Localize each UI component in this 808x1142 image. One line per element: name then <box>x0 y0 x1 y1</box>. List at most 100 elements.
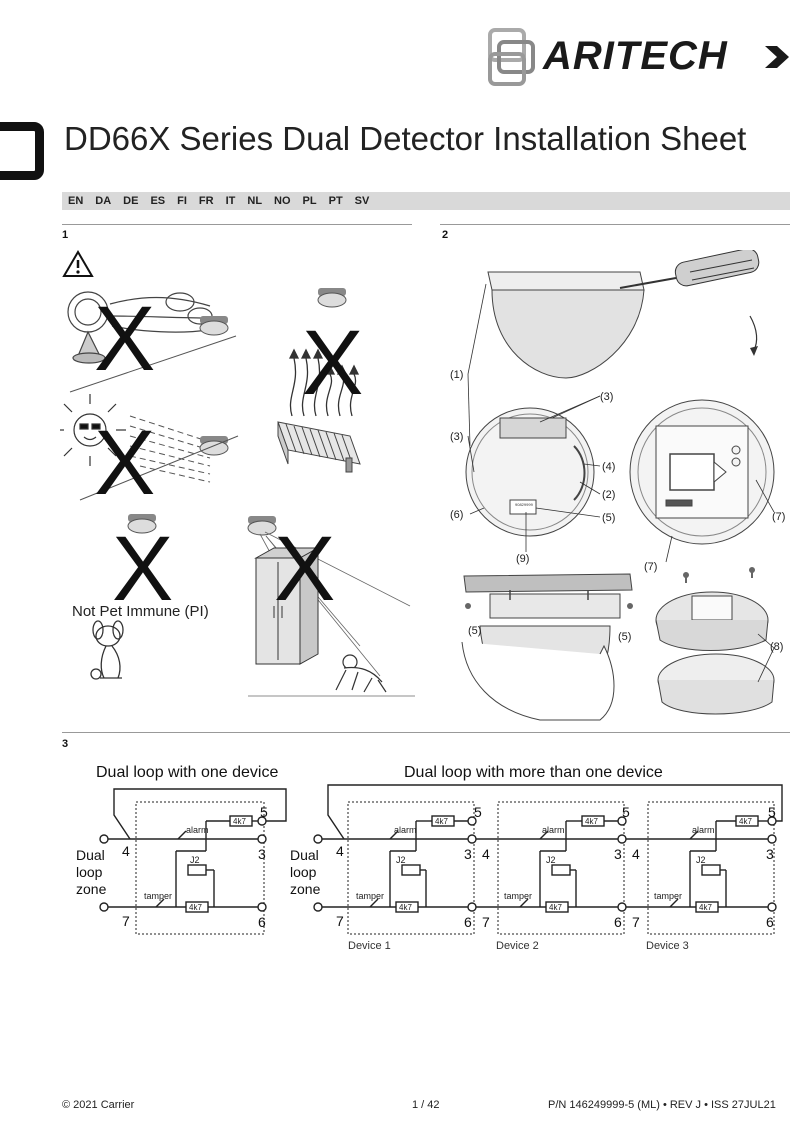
section-1-label: 1 <box>62 229 69 241</box>
lang-nl[interactable]: NL <box>247 195 263 207</box>
callout-6: (6) <box>450 509 463 521</box>
callout-7-mid: (7) <box>644 561 657 573</box>
footer-part-number: P/N 146249999-5 (ML) • REV J • ISS 27JUL… <box>548 1099 776 1111</box>
screw-icon <box>627 603 633 609</box>
svg-text:alarm: alarm <box>394 825 417 835</box>
x-mark-cabinet: X <box>274 518 335 620</box>
svg-text:J2: J2 <box>190 855 200 865</box>
lang-da[interactable]: DA <box>95 195 112 207</box>
svg-text:5: 5 <box>622 804 630 820</box>
direction-arrow <box>749 315 758 351</box>
svg-text:5: 5 <box>260 804 268 820</box>
lang-pl[interactable]: PL <box>302 195 317 207</box>
callout-3-left: (3) <box>450 431 463 443</box>
device-1-label: Device 1 <box>348 940 391 952</box>
device-labels: Device 1 Device 2 Device 3 <box>348 940 689 952</box>
lang-pt[interactable]: PT <box>328 195 343 207</box>
zone-label-left: Dual loop zone <box>76 847 107 897</box>
exploded-view-illustration <box>655 591 775 715</box>
svg-text:4: 4 <box>122 843 130 859</box>
heat-arrows <box>288 348 360 417</box>
cabinet-illustration <box>254 547 320 665</box>
callout-1: (1) <box>450 369 463 381</box>
device-2-label: Device 2 <box>496 940 539 952</box>
svg-text:4k7: 4k7 <box>549 903 562 912</box>
screw-icon <box>465 603 471 609</box>
multi-device-terminal-labels: 4 7 5 3 4 6 7 5 3 4 6 7 5 3 6 <box>336 804 776 930</box>
lang-no[interactable]: NO <box>274 195 291 207</box>
svg-text:alarm: alarm <box>542 825 565 835</box>
language-bar: EN DA DE ES FI FR IT NL NO PL PT SV <box>62 192 790 210</box>
section-3-rule <box>62 732 790 733</box>
callout-9: (9) <box>516 553 529 565</box>
callout-2: (2) <box>602 489 615 501</box>
screw-icon <box>683 572 689 583</box>
svg-text:tamper: tamper <box>654 891 682 901</box>
aritech-logo: ARITECH <box>487 28 792 88</box>
multi-device-terminals <box>313 816 777 912</box>
section-1-rule <box>62 224 412 225</box>
callout-8: (8) <box>770 641 783 653</box>
svg-text:loop: loop <box>290 864 317 880</box>
figure-3-wiring-diagrams: Dual loop with one device Dual loop with… <box>76 764 783 952</box>
ceiling-line <box>69 335 237 393</box>
lang-sv[interactable]: SV <box>354 195 370 207</box>
not-pet-immune-label: Not Pet Immune (PI) <box>72 603 209 620</box>
svg-text:alarm: alarm <box>186 825 209 835</box>
multi-device-circuit <box>318 784 783 935</box>
lang-it[interactable]: IT <box>225 195 236 207</box>
callout-4: (4) <box>602 461 615 473</box>
svg-text:alarm: alarm <box>692 825 715 835</box>
logo-arrow-icon <box>765 46 789 68</box>
section-3-label: 3 <box>62 738 69 750</box>
callout-leaders <box>467 283 775 683</box>
crawling-person-illustration <box>335 654 387 693</box>
lang-de[interactable]: DE <box>123 195 139 207</box>
lang-fr[interactable]: FR <box>198 195 214 207</box>
svg-text:Dual: Dual <box>76 847 105 863</box>
brand-name: ARITECH <box>543 34 728 78</box>
svg-text:4k7: 4k7 <box>233 817 246 826</box>
one-device-component-labels: alarm tamper J2 4k7 4k7 <box>144 817 246 912</box>
detector-icon <box>127 514 157 534</box>
x-mark-sun: X <box>94 412 155 514</box>
detector-icon <box>199 436 229 456</box>
lang-en[interactable]: EN <box>68 195 84 207</box>
svg-text:6: 6 <box>614 914 622 930</box>
svg-text:zone: zone <box>76 881 107 897</box>
detector-pcb-illustration <box>629 399 775 545</box>
page-title: DD66X Series Dual Detector Installation … <box>64 120 747 157</box>
multi-device-component-labels: alarm tamper J2 4k7 4k7 alarm tamper J2 … <box>356 817 752 912</box>
x-mark-pet: X <box>112 518 173 620</box>
svg-text:J2: J2 <box>546 855 556 865</box>
one-device-title: Dual loop with one device <box>96 764 278 781</box>
callout-7-right: (7) <box>772 511 785 523</box>
radiator-illustration <box>277 421 361 473</box>
svg-text:4: 4 <box>482 846 490 862</box>
section-2-label: 2 <box>442 229 449 241</box>
callout-5-left: (5) <box>468 625 481 637</box>
svg-text:tamper: tamper <box>356 891 384 901</box>
svg-text:7: 7 <box>632 914 640 930</box>
svg-text:5: 5 <box>474 804 482 820</box>
callout-5-mid: (5) <box>602 512 615 524</box>
fan-illustration <box>67 291 213 364</box>
figure-2-mounting-steps: 90829999 (1) (3) (3) (4) (2) <box>450 250 785 721</box>
svg-text:Dual: Dual <box>290 847 319 863</box>
footer-page-number: 1 / 42 <box>412 1099 440 1111</box>
svg-text:tamper: tamper <box>144 891 172 901</box>
svg-text:4k7: 4k7 <box>699 903 712 912</box>
lang-fi[interactable]: FI <box>177 195 187 207</box>
zone-label-right: Dual loop zone <box>290 847 321 897</box>
section-2-rule <box>440 224 790 225</box>
svg-text:zone: zone <box>290 881 321 897</box>
footer-copyright: © 2021 Carrier <box>62 1099 135 1111</box>
svg-text:3: 3 <box>766 846 774 862</box>
lang-es[interactable]: ES <box>150 195 166 207</box>
svg-text:5: 5 <box>768 804 776 820</box>
svg-text:6: 6 <box>766 914 774 930</box>
callout-labels: (1) (3) (3) (4) (2) (5) (6) (9) (7) (7) … <box>450 369 785 653</box>
detector-icon <box>317 288 347 308</box>
warning-icon <box>62 250 94 277</box>
figure-1-placement-warnings: Not Pet Immune (PI) X X X <box>60 250 415 697</box>
